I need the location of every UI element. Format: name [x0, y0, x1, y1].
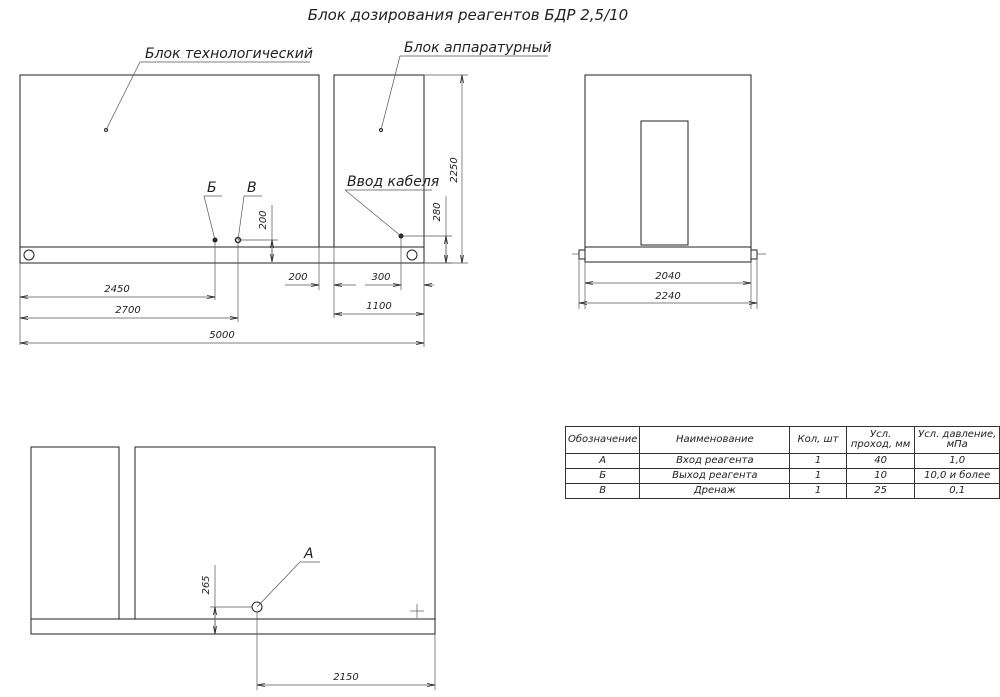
table-header-row: Обозначение Наименование Кол, шт Усл. пр…	[564, 426, 1000, 454]
leader-dot	[379, 128, 383, 132]
col-quantity: Кол, шт	[789, 426, 847, 454]
side-nozzle-left	[578, 249, 586, 260]
cell: В	[564, 483, 641, 499]
cell: 1,0	[914, 453, 1000, 469]
table-row: В Дренаж 1 25 0,1	[564, 483, 1000, 499]
base-frame	[19, 246, 425, 264]
dim-280: 280	[432, 202, 443, 221]
cell: 10,0 и более	[914, 468, 1000, 484]
dim-300: 300	[371, 272, 390, 283]
cell: 1	[789, 483, 847, 499]
dim-200-vertical: 200	[258, 210, 269, 229]
rear-view: А 265 2150	[30, 446, 436, 690]
dim-1100: 1100	[366, 301, 391, 312]
dim-2150: 2150	[333, 672, 358, 683]
dim-2450: 2450	[104, 284, 129, 295]
dim-2250: 2250	[449, 157, 460, 182]
dim-2240: 2240	[655, 291, 680, 302]
lifting-eye-left	[23, 249, 35, 261]
dim-2040: 2040	[655, 271, 680, 282]
rear-apparatus-block	[30, 446, 120, 620]
leader-dot	[104, 128, 108, 132]
lifting-eye-right	[406, 249, 418, 261]
col-nominal-bore: Усл. проход, мм	[845, 426, 916, 454]
dim-2700: 2700	[115, 305, 140, 316]
cell: 0,1	[914, 483, 1000, 499]
col-nominal-pressure: Усл. давление, мПа	[914, 426, 1000, 454]
rear-tech-block	[134, 446, 436, 620]
side-nozzle-right	[750, 249, 758, 260]
side-body	[584, 74, 752, 248]
port-b-label: Б	[207, 180, 217, 196]
col-name: Наименование	[639, 426, 791, 454]
port-a-label: А	[303, 546, 314, 562]
cell: Б	[564, 468, 641, 484]
apparatus-block-label: Блок аппаратурный	[404, 40, 552, 56]
table-row: А Вход реагента 1 40 1,0	[564, 453, 1000, 469]
cell: 10	[845, 468, 916, 484]
cell: 40	[845, 453, 916, 469]
cell: Выход реагента	[639, 468, 791, 484]
cell: Вход реагента	[639, 453, 791, 469]
table-row: Б Выход реагента 1 10 10,0 и более	[564, 468, 1000, 484]
rear-base	[30, 618, 436, 635]
apparatus-block-body	[333, 74, 425, 248]
col-designation: Обозначение	[564, 426, 641, 454]
side-base	[584, 246, 752, 263]
cell: 25	[845, 483, 916, 499]
cell: Дренаж	[639, 483, 791, 499]
side-door	[640, 120, 689, 246]
port-v-label: В	[247, 180, 257, 196]
tech-block-label: Блок технологический	[145, 46, 313, 62]
side-view: 2040 2240	[572, 74, 766, 309]
drawing-title: Блок дозирования реагентов БДР 2,5/10	[308, 6, 628, 24]
cell: А	[564, 453, 641, 469]
cable-input-label: Ввод кабеля	[347, 174, 439, 190]
cell: 1	[789, 453, 847, 469]
dim-5000: 5000	[209, 330, 234, 341]
tech-block-body	[19, 74, 320, 248]
cell: 1	[789, 468, 847, 484]
spec-table: Обозначение Наименование Кол, шт Усл. пр…	[564, 426, 1000, 499]
front-view: Блок технологический Блок аппаратурный Б…	[19, 40, 552, 347]
dim-265: 265	[201, 575, 212, 594]
dim-200-horizontal: 200	[288, 272, 307, 283]
